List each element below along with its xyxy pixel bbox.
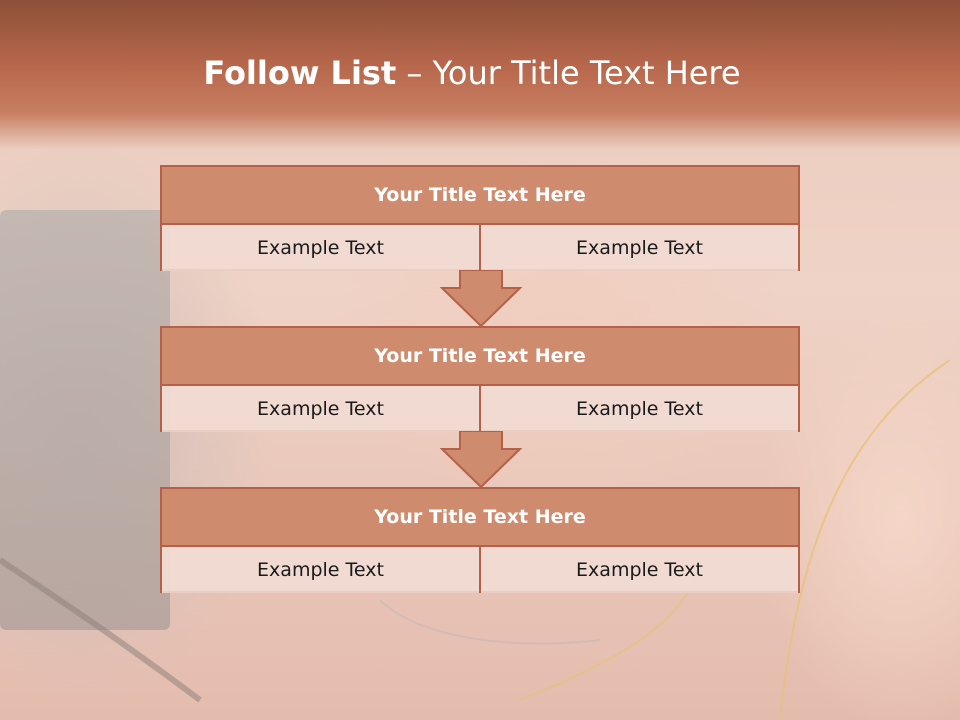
down-arrow-icon-2 <box>440 431 522 489</box>
step-row-2: Example Text Example Text <box>162 386 798 432</box>
step-cell-right-1: Example Text <box>479 225 798 271</box>
background-device <box>0 210 170 630</box>
step-block-3: Your Title Text Here Example Text Exampl… <box>160 487 800 593</box>
step-cell-left-1: Example Text <box>162 225 479 271</box>
header-band <box>0 0 960 150</box>
page-title: Follow List – Your Title Text Here <box>0 54 944 92</box>
step-cell-right-3: Example Text <box>479 547 798 593</box>
step-cell-left-2: Example Text <box>162 386 479 432</box>
step-row-1: Example Text Example Text <box>162 225 798 271</box>
step-title-2: Your Title Text Here <box>162 328 798 386</box>
step-cell-right-2: Example Text <box>479 386 798 432</box>
title-rest: – Your Title Text Here <box>396 54 741 92</box>
title-bold: Follow List <box>203 54 397 92</box>
step-title-1: Your Title Text Here <box>162 167 798 225</box>
step-title-3: Your Title Text Here <box>162 489 798 547</box>
step-block-1: Your Title Text Here Example Text Exampl… <box>160 165 800 271</box>
step-row-3: Example Text Example Text <box>162 547 798 593</box>
down-arrow-icon-1 <box>440 270 522 328</box>
step-cell-left-3: Example Text <box>162 547 479 593</box>
step-block-2: Your Title Text Here Example Text Exampl… <box>160 326 800 432</box>
